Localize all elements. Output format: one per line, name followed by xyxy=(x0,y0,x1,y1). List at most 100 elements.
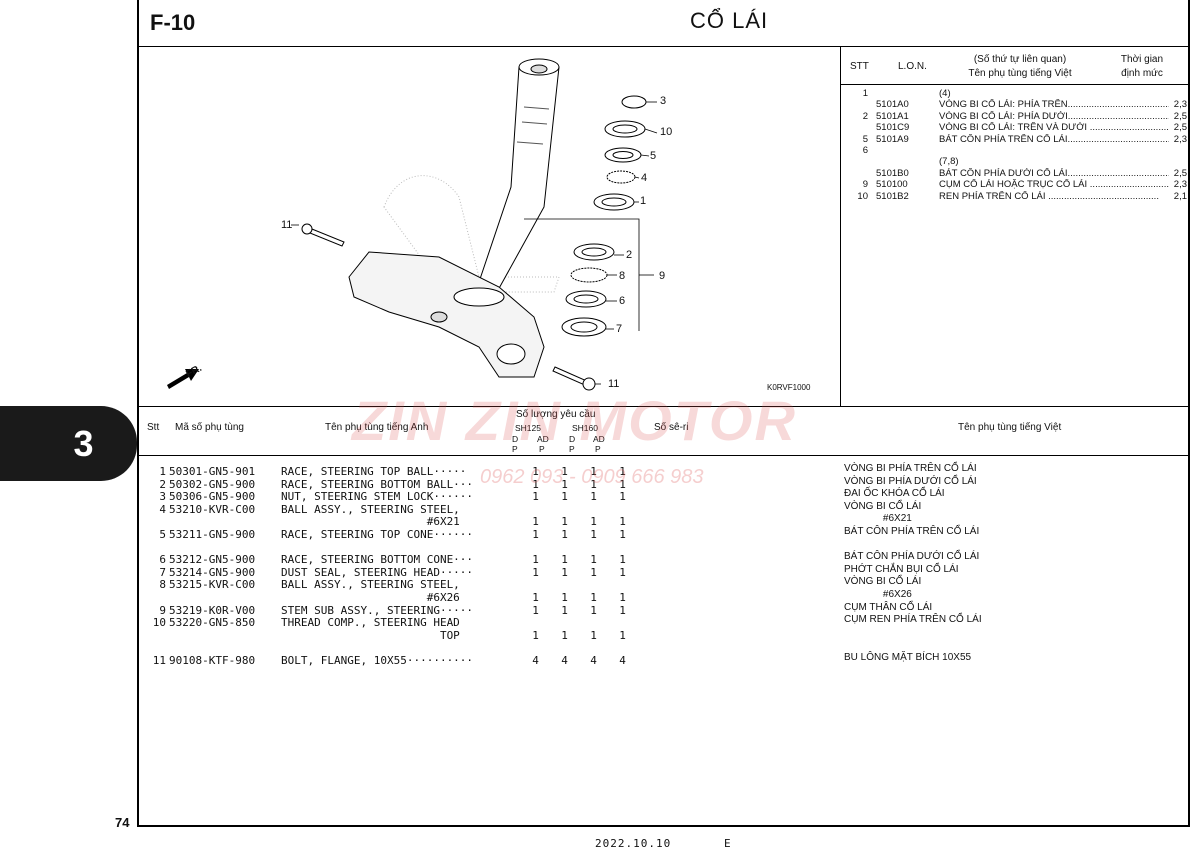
diagram-code: K0RVF1000 xyxy=(767,383,811,392)
quantity: 1 xyxy=(590,527,597,541)
quantity: 1 xyxy=(532,490,539,504)
watermark-brand: ZIN ZIN MOTOR xyxy=(352,389,797,452)
part-name-en: RACE, STEERING BOTTOM CONE··· xyxy=(281,553,474,567)
ref-row: 1(4) xyxy=(862,88,951,99)
parts-header-sub2-4: P xyxy=(595,444,601,454)
part-number xyxy=(166,592,281,605)
part-name-en: RACE, STEERING TOP CONE······ xyxy=(281,527,474,541)
quantity: 1 xyxy=(561,590,568,604)
row-index xyxy=(140,630,166,643)
table-row: #6X26 1 1 1 1 xyxy=(140,590,840,605)
parts-header-name-en: Tên phụ tùng tiếng Anh xyxy=(325,422,429,433)
ref-row: 6 xyxy=(862,144,868,156)
part-name-en: THREAD COMP., STEERING HEAD xyxy=(281,616,460,630)
quantity: 1 xyxy=(619,527,626,541)
quantity xyxy=(579,617,608,630)
quantity: 1 xyxy=(619,590,626,604)
ref-header-time-2: định mức xyxy=(1121,68,1163,79)
quantity: 1 xyxy=(619,477,626,491)
ref-header-stt: STT xyxy=(850,61,869,72)
part-number xyxy=(166,630,281,643)
callout-3: 3 xyxy=(660,95,667,107)
part-number: 90108-KTF-980 xyxy=(169,653,256,667)
stem-tube xyxy=(478,58,560,293)
ref-row: (7,8) xyxy=(939,156,959,168)
quantity: 1 xyxy=(590,590,597,604)
quantity: 1 xyxy=(532,590,539,604)
quantity: 1 xyxy=(532,553,539,567)
footer-date: 2022.10.10 xyxy=(595,837,672,849)
row-index: 4 xyxy=(159,502,166,516)
parts-header-sub2-2: P xyxy=(539,444,545,454)
page-frame xyxy=(137,0,1190,827)
quantity: 1 xyxy=(561,515,568,529)
callout-4: 4 xyxy=(641,172,648,184)
part-name-vn: CỤM THÂN CỔ LÁI xyxy=(844,601,933,613)
part-name-vn: VÒNG BI CỔ LÁI xyxy=(844,500,922,512)
quantity: 1 xyxy=(590,603,597,617)
quantity: 1 xyxy=(619,565,626,579)
callout-8: 8 xyxy=(619,270,626,282)
row-index: 10 xyxy=(152,616,166,630)
ref-header-name-2: Tên phụ tùng tiếng Việt xyxy=(968,68,1072,79)
parts-header-stt: Stt xyxy=(147,422,160,433)
part-number: 53219-K0R-V00 xyxy=(169,603,256,617)
part-name-vn: VÒNG BI CỔ LÁI xyxy=(844,576,922,588)
part-name-vn: PHỚT CHẮN BỤI CỔ LÁI xyxy=(844,563,959,575)
part-name-vn: BU LÔNG MẶT BÍCH 10X55 xyxy=(844,651,972,663)
part-name-en: STEM SUB ASSY., STEERING····· xyxy=(281,603,474,617)
callout-2: 2 xyxy=(626,249,633,261)
part-name-en: #6X21 xyxy=(281,515,460,529)
quantity: 1 xyxy=(590,490,597,504)
quantity: 1 xyxy=(619,603,626,617)
part-name-en: RACE, STEERING BOTTOM BALL··· xyxy=(281,477,474,491)
quantity: 4 xyxy=(590,653,597,667)
part-number: 50302-GN5-900 xyxy=(169,477,256,491)
part-name-en: #6X26 xyxy=(281,590,460,604)
ref-header-name-1: (Số thứ tự liên quan) xyxy=(973,54,1067,65)
quantity xyxy=(521,617,550,630)
part-name-en: BOLT, FLANGE, 10X55·········· xyxy=(281,653,474,667)
quantity xyxy=(550,617,579,630)
quantity: 1 xyxy=(532,565,539,579)
callout-6: 6 xyxy=(619,295,626,307)
callout-11-right: 11 xyxy=(608,378,620,390)
part-number: 53220-GN5-850 xyxy=(169,616,256,630)
parts-header-sub-2: AD xyxy=(537,434,549,444)
part-name-vn: CỤM REN PHÍA TRÊN CỔ LÁI xyxy=(844,614,982,626)
quantity: 4 xyxy=(619,653,626,667)
ring-stack-top xyxy=(593,95,647,211)
part-number: 53215-KVR-C00 xyxy=(169,578,256,592)
bolts xyxy=(301,223,596,391)
ref-header-time-1: Thời gian xyxy=(1120,54,1164,65)
quantity: 4 xyxy=(532,653,539,667)
quantity: 1 xyxy=(532,515,539,529)
row-index xyxy=(140,592,166,605)
row-index: 7 xyxy=(159,565,166,579)
quantity: 4 xyxy=(561,653,568,667)
front-arrow xyxy=(167,369,199,389)
part-name-en: NUT, STEERING STEM LOCK······ xyxy=(281,490,474,504)
quantity: 1 xyxy=(590,565,597,579)
bottom-bracket xyxy=(348,251,545,378)
callout-11-left: 11 xyxy=(281,219,293,231)
parts-header-qty: Số lượng yêu cầu xyxy=(516,409,596,420)
parts-header-sub-4: AD xyxy=(593,434,605,444)
part-name-vn xyxy=(844,639,1184,652)
quantity: 1 xyxy=(619,628,626,642)
quantity: 1 xyxy=(561,565,568,579)
callout-9: 9 xyxy=(659,270,666,282)
quantity: 1 xyxy=(532,603,539,617)
quantity: 1 xyxy=(590,628,597,642)
parts-header-name-vn: Tên phụ tùng tiếng Việt xyxy=(958,422,1062,433)
header-divider xyxy=(137,46,1190,47)
